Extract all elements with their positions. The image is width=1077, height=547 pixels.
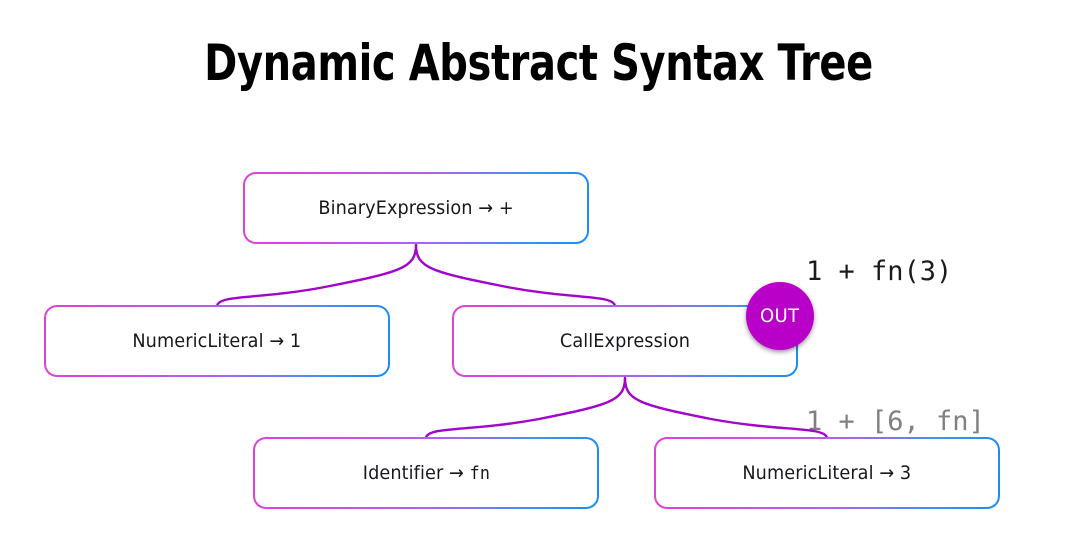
edge-call-to-identifier	[424, 376, 627, 440]
tree-node-label: Identifier → fn	[362, 462, 489, 484]
edge-call-to-numeric3	[623, 376, 829, 440]
out-badge-label: OUT	[760, 305, 800, 327]
tree-node-label: CallExpression	[559, 330, 691, 352]
tree-node-identifier[interactable]: Identifier → fn	[253, 437, 599, 509]
code-snippet: 1 + fn(3) 1 + [6, fn]	[806, 147, 1026, 547]
edge-binary-to-call	[414, 243, 617, 308]
out-badge[interactable]: OUT	[746, 282, 814, 350]
tree-node-label: NumericLiteral → 1	[132, 330, 302, 352]
tree-node-call-expression[interactable]: CallExpression	[452, 305, 798, 377]
tree-node-label-mono: fn	[469, 463, 490, 484]
tree-node-label-prefix: Identifier →	[362, 462, 470, 484]
tree-node-numeric-literal-1[interactable]: NumericLiteral → 1	[44, 305, 390, 377]
page-title: Dynamic Abstract Syntax Tree	[204, 34, 873, 92]
tree-node-numeric-literal-3[interactable]: NumericLiteral → 3	[654, 437, 1000, 509]
edge-binary-to-numeric1	[215, 243, 418, 308]
code-output-line: 1 + [6, fn]	[806, 406, 985, 437]
tree-node-binary-expression[interactable]: BinaryExpression → +	[243, 172, 589, 244]
diagram-canvas: Dynamic Abstract Syntax Tree 1 + fn(3) 1…	[44, 34, 1000, 509]
tree-node-label: NumericLiteral → 3	[742, 462, 912, 484]
code-input-line: 1 + fn(3)	[806, 256, 953, 287]
tree-node-label: BinaryExpression → +	[318, 197, 514, 219]
